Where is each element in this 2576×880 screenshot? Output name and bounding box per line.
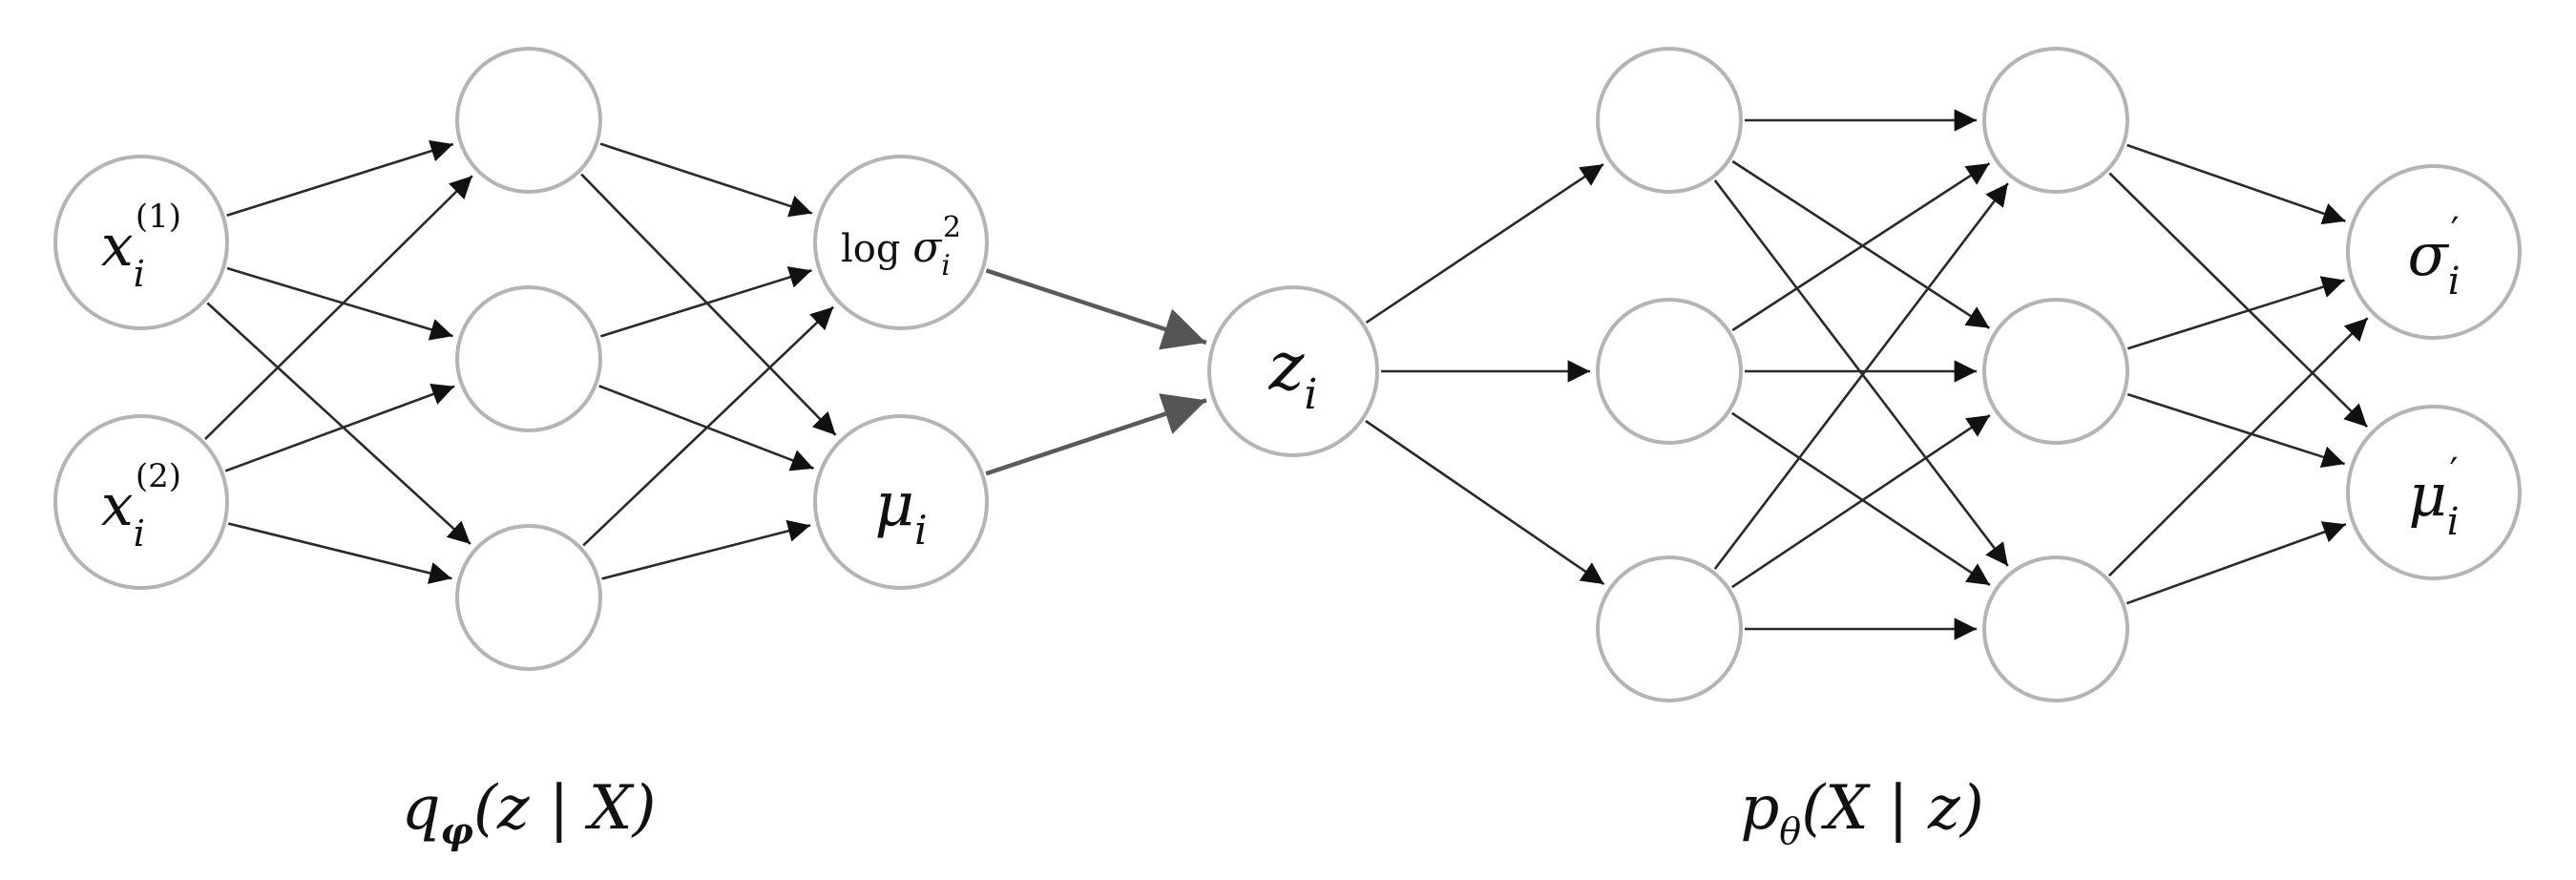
node-encoder-hidden-1: [455, 47, 602, 194]
edge-arrow-d2c-sigp: [2108, 317, 2369, 577]
node-decoder-hidden-1a: [1596, 47, 1743, 194]
svg-text:μi: μi: [874, 470, 927, 554]
node-log-variance: log σi2: [813, 155, 989, 330]
edge-arrow-mu-z: [985, 393, 1207, 476]
node-encoder-hidden-3: [455, 524, 602, 671]
svg-text:log σi2: log σi2: [841, 211, 961, 283]
node-mu: μi: [813, 414, 989, 590]
edge-arrow-d1c-d2a: [1713, 182, 2009, 570]
edge-arrow-eh3-logvar: [582, 305, 834, 547]
svg-text:zi: zi: [1268, 327, 1318, 419]
node-decoder-hidden-1b: [1596, 298, 1743, 445]
node-x1: xi(1): [53, 155, 229, 330]
decoder-caption: pθ(X | z): [1740, 773, 1983, 852]
edge-arrow-d1b-d2c: [1731, 411, 1991, 587]
edges-layer: [204, 109, 2369, 640]
edge-arrow-z-d1a: [1365, 162, 1604, 325]
svg-text:μi′: μi′: [2408, 450, 2459, 544]
node-z: zi: [1207, 285, 1379, 457]
edge-arrow-x2-eh3: [227, 522, 452, 584]
node-decoder-hidden-2b: [1982, 298, 2129, 445]
node-x2: xi(2): [53, 414, 229, 590]
edge-arrow-eh3-mu: [601, 519, 811, 580]
node-sigma-prime: σi′: [2346, 164, 2522, 340]
edge-arrow-d2a-mup: [2108, 172, 2369, 429]
node-encoder-hidden-2: [455, 285, 602, 432]
edge-arrow-x1-eh1: [226, 139, 454, 217]
nodes-layer: xi(1) xi(2) log σi2 μi: [53, 47, 2522, 702]
svg-text:σi′: σi′: [2407, 210, 2460, 304]
edge-arrow-x2-eh1: [204, 175, 473, 440]
edge-arrow-d1a-d2c: [1713, 179, 2009, 567]
edge-arrow-d1c-d2b: [1731, 413, 1991, 589]
encoder-caption: qφ(z | X): [402, 773, 657, 852]
edge-arrow-d1b-d2a: [1731, 162, 1991, 332]
edge-arrow-eh1-logvar: [599, 142, 813, 218]
edge-arrow-d2a-sigp: [2126, 143, 2346, 225]
node-mu-prime: μi′: [2346, 405, 2522, 580]
edge-arrow-z-d1c: [1365, 419, 1605, 586]
edge-arrow-eh2-logvar: [600, 266, 812, 338]
svg-text:xi(2): xi(2): [101, 457, 181, 555]
edge-arrow-d1a-d2b: [1731, 159, 1991, 329]
edge-arrow-eh1-mu: [580, 173, 837, 436]
svg-text:xi(1): xi(1): [101, 198, 181, 295]
node-decoder-hidden-2c: [1982, 555, 2129, 702]
edge-arrow-x1-eh3: [206, 302, 471, 545]
edge-arrow-x2-eh2: [224, 383, 455, 472]
edge-arrow-d2b-mup: [2126, 392, 2346, 469]
edge-arrow-d2b-sigp: [2126, 276, 2345, 350]
edge-arrow-logvar-z: [985, 268, 1207, 350]
edge-arrow-d2c-mup: [2126, 521, 2347, 605]
node-decoder-hidden-2a: [1982, 47, 2129, 194]
node-decoder-hidden-1c: [1596, 555, 1743, 702]
edge-arrow-x1-eh2: [226, 266, 453, 341]
